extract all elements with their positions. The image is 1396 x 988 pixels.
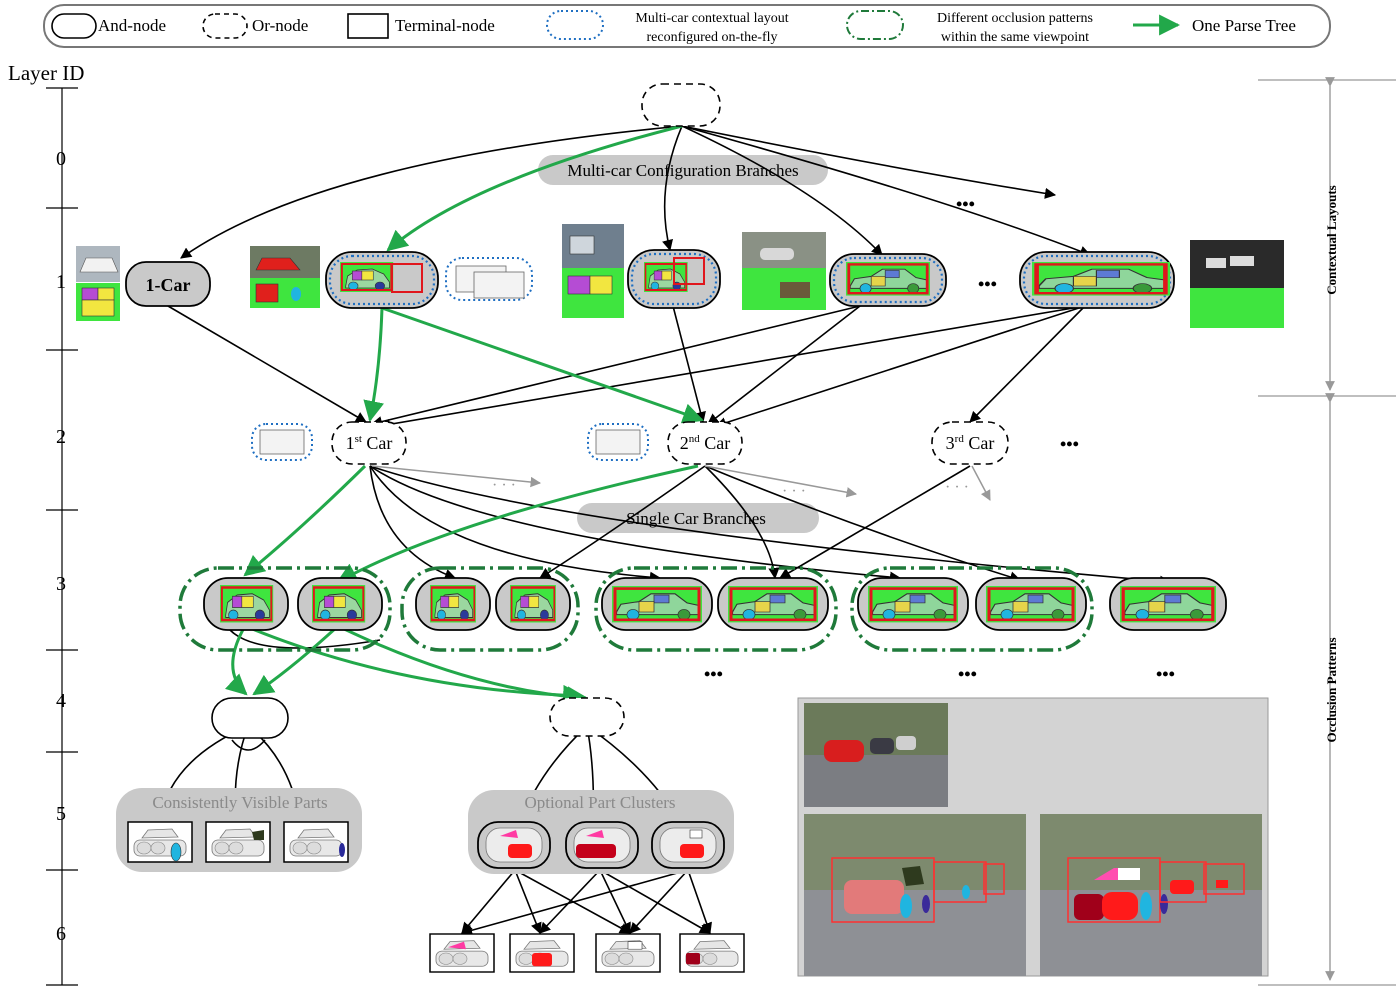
- layer3-ellipsis-2: •••: [958, 664, 977, 684]
- terminal-part-4: [679, 933, 745, 973]
- legend-multicar-line1: Multi-car contextual layout: [635, 11, 788, 26]
- legend: And-node Or-node Terminal-node Multi-car…: [43, 4, 1331, 48]
- legend-occlusion-line1: Different occlusion patterns: [937, 11, 1093, 26]
- first-car-or-node: [331, 421, 407, 465]
- terminal-part-3: [595, 933, 661, 973]
- legend-and-label: And-node: [98, 16, 166, 35]
- legend-or-node: Or-node: [202, 13, 308, 39]
- layer-3-label: 3: [56, 573, 66, 595]
- legend-parse-tree-label: One Parse Tree: [1192, 16, 1296, 35]
- consistently-visible-label: Consistently Visible Parts: [152, 793, 327, 812]
- layer3-ellipsis-1: •••: [704, 664, 723, 684]
- legend-and-node: And-node: [51, 13, 166, 39]
- legend-occlusion-line2: within the same viewpoint: [941, 30, 1089, 45]
- visible-part-2: [205, 821, 271, 863]
- one-car-label: 1-Car: [146, 275, 191, 295]
- street-thumbs: [742, 232, 826, 310]
- layer2-ellipsis: •••: [1060, 434, 1079, 454]
- layer-5-label: 5: [56, 803, 66, 825]
- stub-dots-2: · · ·: [782, 483, 806, 500]
- single-car-branches-pill: [577, 503, 819, 533]
- parking-lot-thumbs: [1190, 240, 1284, 328]
- third-car-label: 3rd Car: [946, 433, 995, 453]
- sidecar-layout-pic: [844, 260, 932, 298]
- terminal-part-1: [429, 933, 495, 973]
- template-blue-1: [251, 423, 313, 461]
- layer0-ellipsis: •••: [956, 194, 975, 214]
- visible-parts-and-node: [211, 697, 289, 739]
- second-car-label: 2nd Car: [680, 433, 731, 453]
- legend-terminal-label: Terminal-node: [395, 16, 495, 35]
- layer1-ellipsis-mid: •••: [978, 274, 997, 294]
- legend-occlusion-patterns: Different occlusion patterns within the …: [846, 10, 1093, 45]
- layout-template-blue: [445, 257, 533, 301]
- three-car-thumbs: [562, 224, 624, 318]
- optional-parts-or-node: [549, 697, 625, 737]
- continuation-stubs: [371, 465, 991, 501]
- layer-axis-title: Layer ID: [8, 61, 84, 85]
- layer-2-label: 2: [56, 426, 66, 448]
- legend-parse-tree: One Parse Tree: [1133, 14, 1296, 36]
- visible-part-3: [283, 821, 349, 863]
- multi-car-branches-label: Multi-car Configuration Branches: [567, 161, 798, 180]
- single-car-branches-label: Single Car Branches: [626, 509, 766, 528]
- legend-multicar-line2: reconfigured on-the-fly: [647, 30, 778, 45]
- occlusion-group-3: [594, 566, 838, 652]
- terminal-part-2: [509, 933, 575, 973]
- example-photos-panel: [797, 697, 1269, 977]
- layer3-and-nodes: [203, 577, 1227, 631]
- optional-cluster-nodes: [477, 821, 725, 869]
- second-car-or-node: [667, 421, 743, 465]
- visible-part-1: [127, 821, 193, 863]
- legend-terminal-node: Terminal-node: [347, 13, 495, 39]
- one-car-and-node: [125, 261, 211, 307]
- stub-dots-3: · · ·: [945, 479, 969, 496]
- template-blue-2: [587, 423, 649, 461]
- layer-1-label: 1: [56, 271, 66, 293]
- two-car-layout-pic: [339, 261, 395, 293]
- occlusion-group-1: [178, 566, 392, 652]
- layer-0-label: 0: [56, 148, 66, 170]
- layer-4-label: 4: [56, 690, 66, 712]
- stub-dots-1: · · ·: [492, 477, 516, 494]
- first-car-label: 1st Car: [346, 433, 393, 453]
- layer3-ellipsis-3: •••: [1156, 664, 1175, 684]
- optional-clusters-label: Optional Part Clusters: [524, 793, 675, 812]
- one-car-thumbs: [76, 246, 120, 321]
- two-car-thumbs: [250, 246, 320, 308]
- contextual-layouts-label: Contextual Layouts: [1324, 185, 1339, 294]
- right-brackets: Contextual Layouts Occlusion Patterns: [1258, 77, 1396, 986]
- legend-or-label: Or-node: [252, 16, 308, 35]
- occlusion-group-4: [850, 566, 1094, 652]
- layer-axis: Layer ID 0 1 2 3 4 5 6: [8, 61, 84, 986]
- stacked-car-layout-pic: [643, 261, 689, 293]
- third-car-or-node: [931, 421, 1009, 465]
- legend-multicar-layout: Multi-car contextual layout reconfigured…: [546, 10, 789, 45]
- occlusion-patterns-label: Occlusion Patterns: [1324, 637, 1339, 742]
- occlusion-group-2: [400, 566, 580, 652]
- layer-6-label: 6: [56, 923, 66, 945]
- multi-car-row-layout-pic: [1032, 262, 1170, 296]
- root-or-node: [641, 83, 721, 127]
- parse-tree-edges: [224, 124, 704, 708]
